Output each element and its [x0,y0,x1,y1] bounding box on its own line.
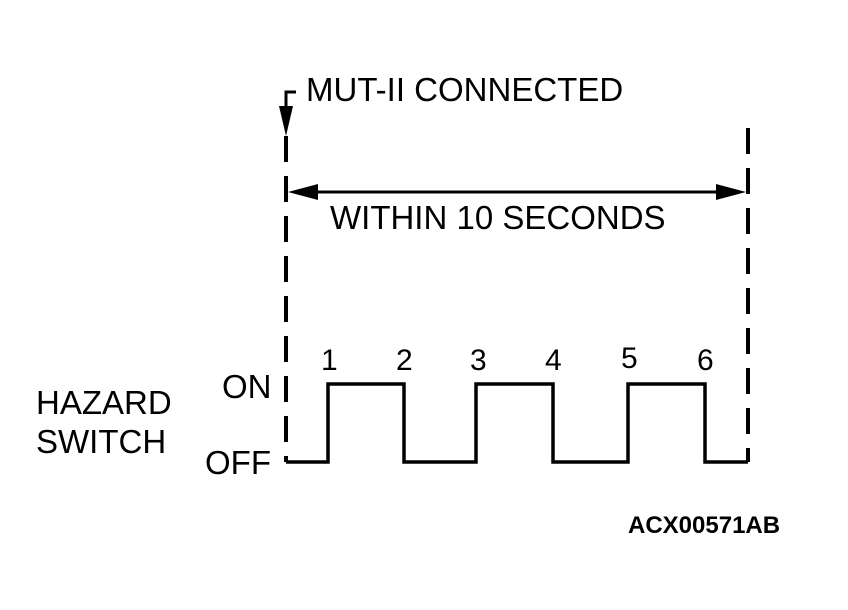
signal-name-line2: SWITCH [36,423,166,460]
edge-label-1: 1 [321,344,338,377]
event-arrowhead [279,106,293,136]
edge-label-4: 4 [545,344,562,377]
level-on-label: ON [222,368,272,405]
interval-arrowhead-left [288,184,318,200]
edge-label-6: 6 [697,344,714,377]
hazard-switch-waveform [286,382,748,464]
level-off-label: OFF [205,444,271,481]
event-leader-line [284,90,296,108]
edge-label-5: 5 [621,342,638,375]
edge-label-3: 3 [470,344,487,377]
figure-code: ACX00571AB [628,512,780,539]
signal-name-line1: HAZARD [36,384,172,421]
interval-arrowhead-right [716,184,746,200]
edge-label-2: 2 [396,344,413,377]
event-label: MUT-II CONNECTED [306,71,623,108]
interval-label: WITHIN 10 SECONDS [330,199,666,236]
